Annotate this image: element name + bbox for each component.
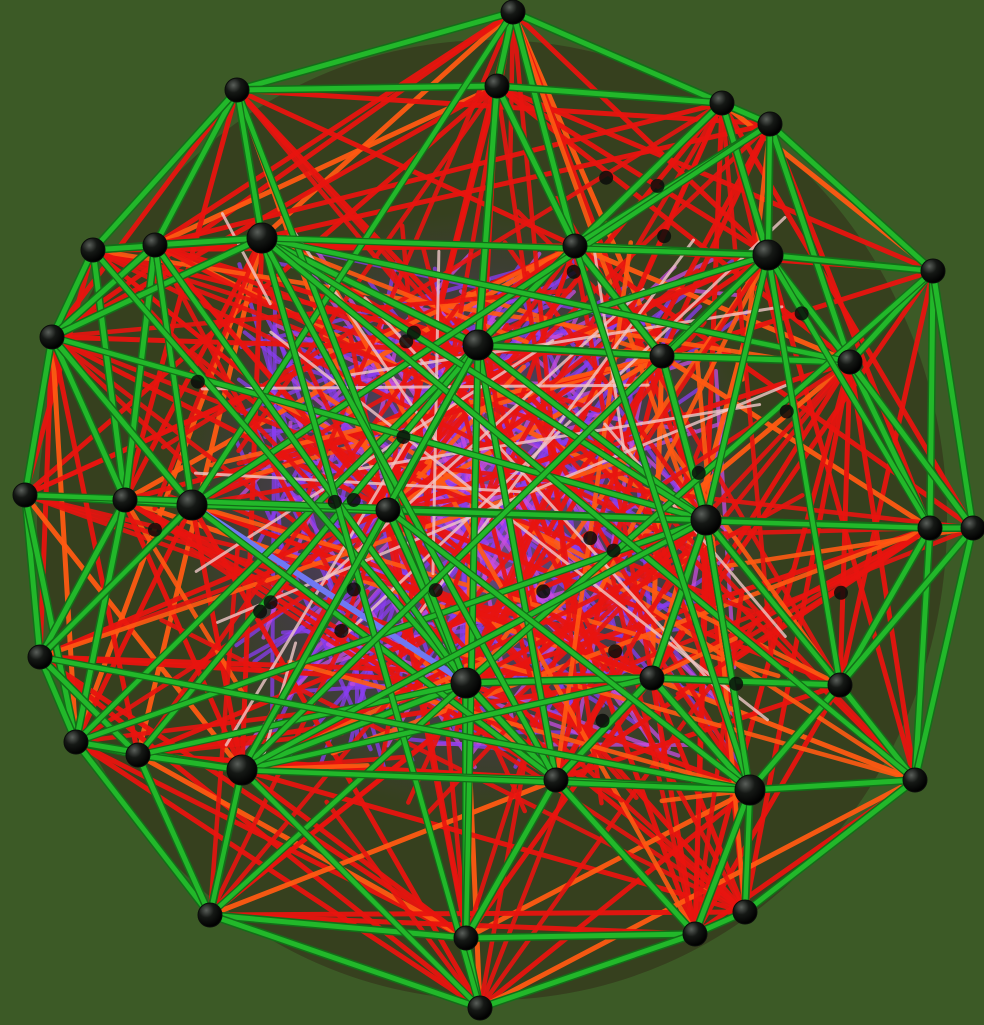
vertex-sphere <box>921 259 945 283</box>
vertex-sphere <box>81 238 105 262</box>
vertex-sphere <box>501 0 525 24</box>
vertex-sphere <box>40 325 64 349</box>
inner-vertex <box>407 326 421 340</box>
inner-vertex <box>608 644 622 658</box>
inner-vertex <box>347 582 361 596</box>
inner-vertex <box>583 531 597 545</box>
vertex-sphere <box>838 350 862 374</box>
inner-vertex <box>650 179 664 193</box>
inner-vertex <box>596 714 610 728</box>
vertex-sphere <box>468 996 492 1020</box>
inner-vertex <box>692 466 706 480</box>
vertex-sphere <box>733 900 757 924</box>
inner-vertex <box>264 595 278 609</box>
inner-vertex <box>567 265 581 279</box>
inner-vertex <box>834 586 848 600</box>
vertex-sphere <box>753 240 783 270</box>
inner-vertex <box>347 493 361 507</box>
inner-vertex <box>328 495 342 509</box>
vertex-sphere <box>961 516 984 540</box>
vertex-sphere <box>64 730 88 754</box>
vertex-sphere <box>451 668 481 698</box>
vertex-sphere <box>247 223 277 253</box>
inner-vertex <box>148 523 162 537</box>
outer-edge <box>930 271 933 528</box>
inner-vertex <box>396 430 410 444</box>
vertex-sphere <box>485 74 509 98</box>
vertex-sphere <box>28 645 52 669</box>
inner-vertex <box>780 405 794 419</box>
vertex-sphere <box>126 743 150 767</box>
vertex-sphere <box>113 488 137 512</box>
vertex-sphere <box>563 234 587 258</box>
vertex-sphere <box>683 922 707 946</box>
inner-vertex <box>607 544 621 558</box>
vertex-sphere <box>918 516 942 540</box>
vertex-sphere <box>544 768 568 792</box>
vertex-sphere <box>225 78 249 102</box>
vertex-sphere <box>828 673 852 697</box>
vertex-sphere <box>13 483 37 507</box>
vertex-sphere <box>691 505 721 535</box>
vertex-sphere <box>177 490 207 520</box>
vertex-sphere <box>710 91 734 115</box>
vertex-sphere <box>640 666 664 690</box>
inner-vertex <box>334 624 348 638</box>
inner-vertex <box>536 584 550 598</box>
vertex-sphere <box>903 768 927 792</box>
inner-vertex <box>657 229 671 243</box>
outer-edge <box>768 124 770 255</box>
vertex-sphere <box>376 498 400 522</box>
inner-vertex <box>599 171 613 185</box>
inner-vertex <box>191 375 205 389</box>
vertex-sphere <box>227 755 257 785</box>
vertex-sphere <box>463 330 493 360</box>
vertex-sphere <box>143 233 167 257</box>
vertex-sphere <box>454 926 478 950</box>
inner-vertex <box>429 583 443 597</box>
vertex-sphere <box>650 344 674 368</box>
inner-vertex <box>795 306 809 320</box>
vertex-sphere <box>735 775 765 805</box>
vertex-sphere <box>198 903 222 927</box>
inner-vertex <box>729 677 743 691</box>
vertex-sphere <box>758 112 782 136</box>
inner-vertex <box>253 605 267 619</box>
